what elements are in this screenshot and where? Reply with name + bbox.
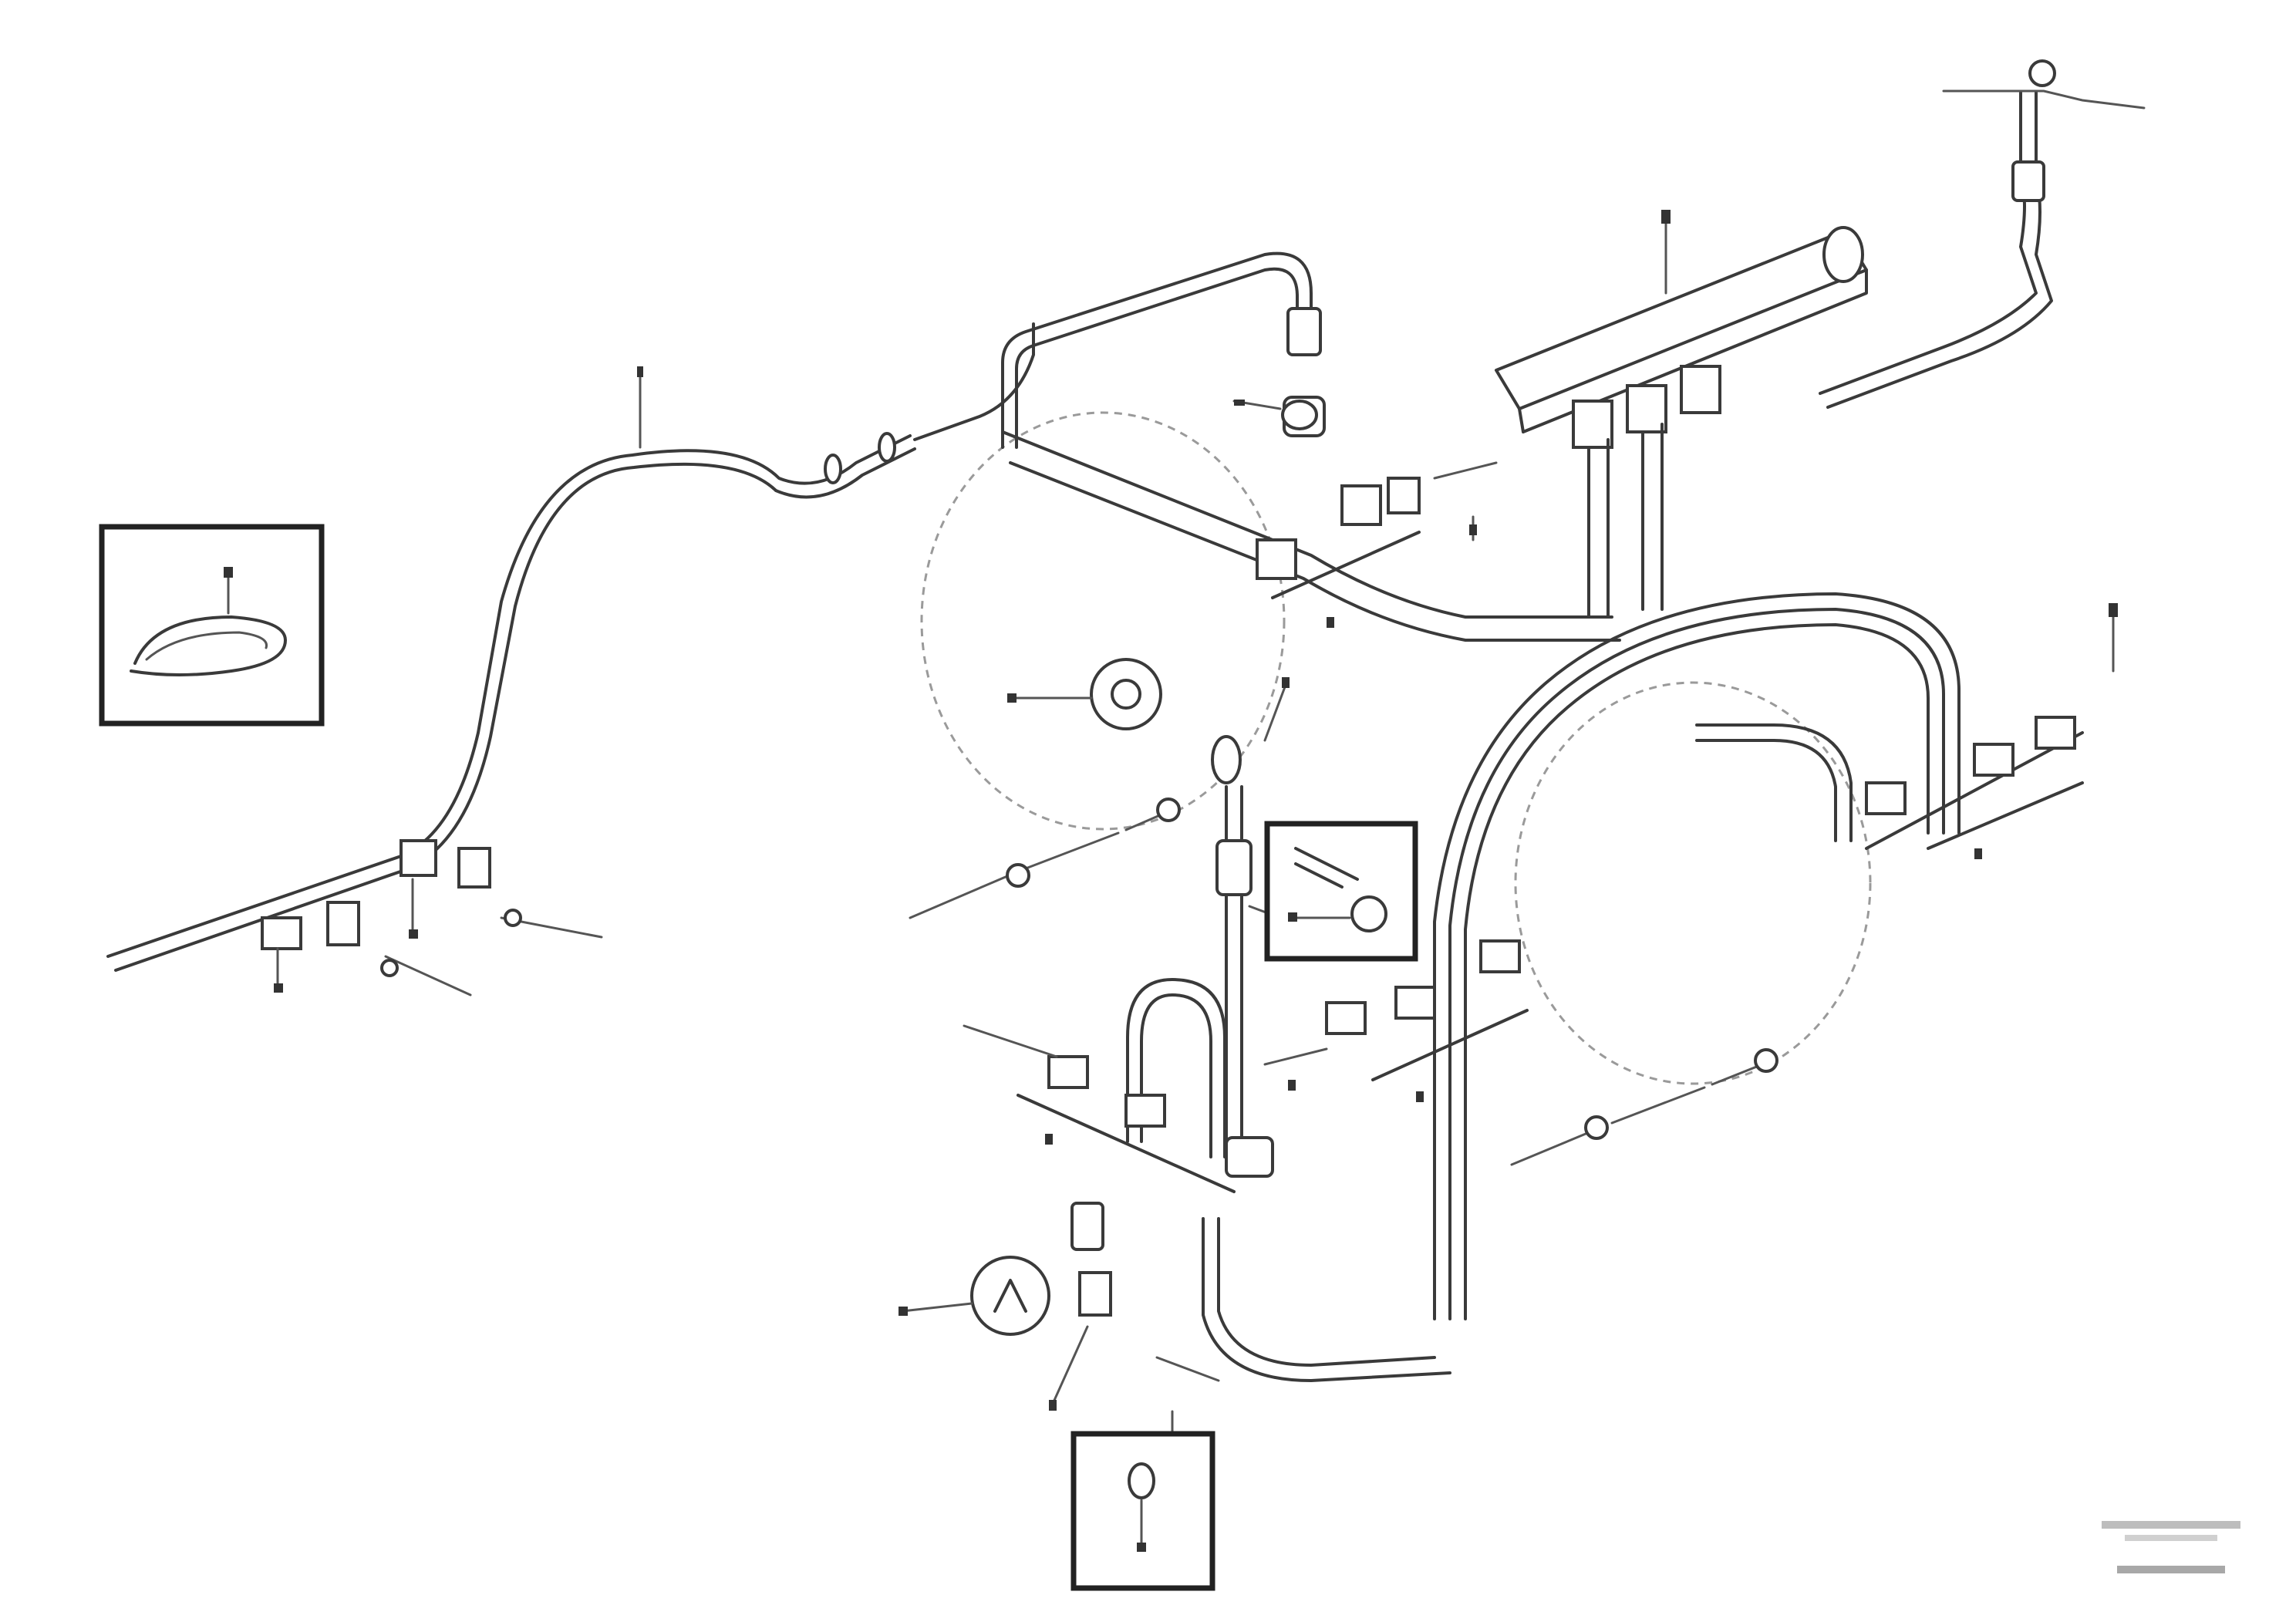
bolts (380, 461, 1778, 1382)
callout-markers (274, 210, 2118, 1411)
pipe-right-loop (1695, 723, 2084, 850)
brackets (1017, 531, 2084, 1193)
pipe-bundle-center (1001, 430, 1621, 642)
leader-lines (230, 214, 2115, 1440)
background-ghost-parts (920, 411, 1872, 1085)
pipe-upper-loop (1001, 251, 1326, 449)
detail-box-left (99, 524, 325, 727)
pipe-return-loop (1202, 592, 1961, 1382)
drawing-code-block (2102, 1521, 2240, 1573)
top-right-pipe (1819, 59, 2146, 409)
hose-left (106, 322, 1035, 972)
manifold-block (1495, 226, 1868, 619)
detail-box-bottom (1070, 1431, 1215, 1591)
pipe-center-vertical (1126, 785, 1274, 1178)
detail-box-center (1264, 821, 1418, 962)
clamps-and-fittings (261, 400, 2076, 1336)
